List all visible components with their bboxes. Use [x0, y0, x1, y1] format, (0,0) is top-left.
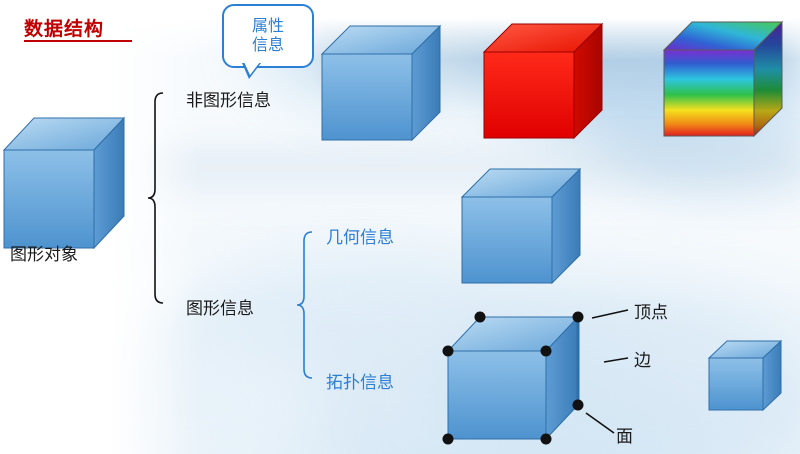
- label-face: 面: [616, 427, 633, 446]
- non-graphic-info-cube: [318, 22, 458, 147]
- label-edge: 边: [634, 351, 651, 370]
- callout-line-1: 属性: [251, 18, 284, 35]
- red-cube: [480, 20, 620, 145]
- label-graphic-object: 图形对象: [10, 245, 78, 264]
- callout-line-2: 信息: [251, 37, 284, 54]
- label-vertex: 顶点: [634, 303, 668, 322]
- small-cube: [706, 338, 796, 418]
- label-topology-info: 拓扑信息: [326, 373, 394, 392]
- label-graphic-info: 图形信息: [186, 299, 254, 318]
- page-title: 数据结构: [24, 19, 105, 40]
- callout-tail-fill: [244, 62, 260, 75]
- geometry-info-cube: [458, 165, 598, 290]
- label-geometry-info: 几何信息: [326, 228, 394, 247]
- graphic-object-cube: [0, 112, 140, 257]
- attribute-info-callout: 属性 信息: [222, 4, 314, 68]
- rainbow-cube: [660, 18, 800, 143]
- topology-info-cube: [432, 305, 602, 450]
- title-underline: [24, 40, 132, 42]
- label-non-graphic-info: 非图形信息: [186, 91, 271, 110]
